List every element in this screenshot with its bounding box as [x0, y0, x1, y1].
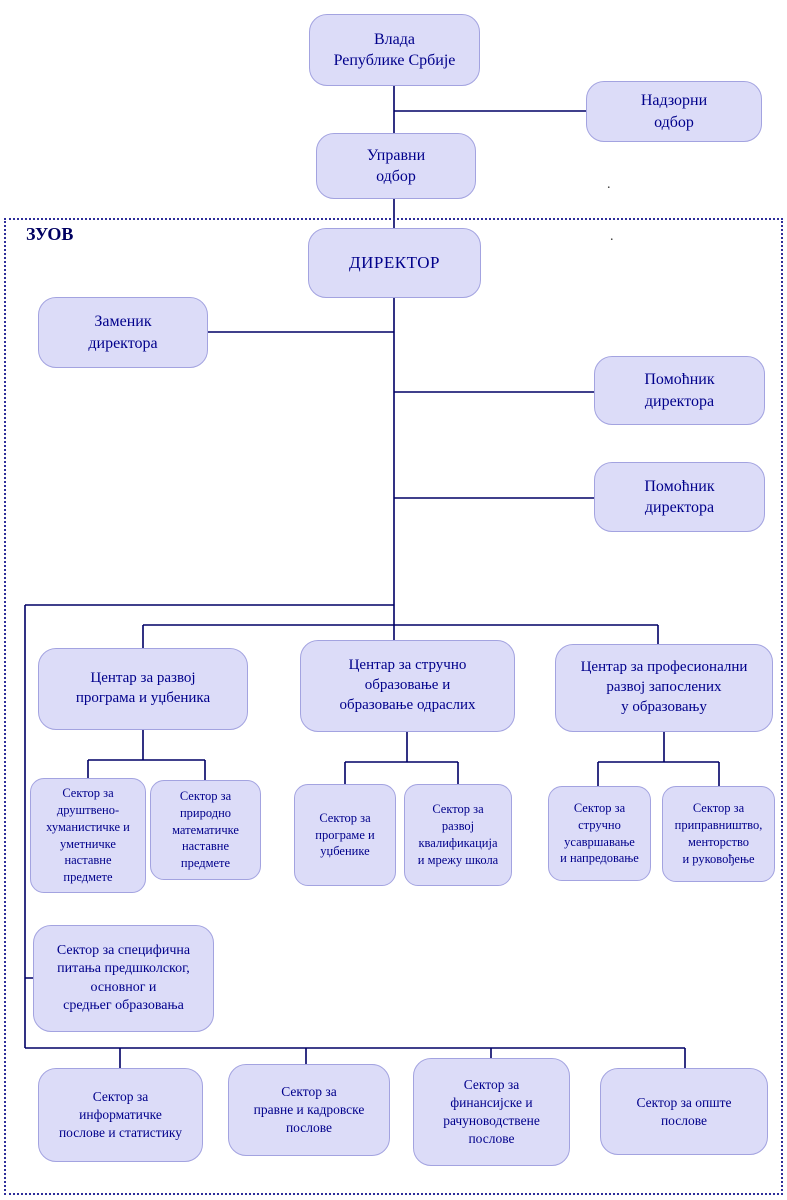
org-node-sector-mentorship: Сектор за приправништво, менторство и ру… [662, 786, 775, 882]
org-node-sector-specific-issues: Сектор за специфична питања предшколског… [33, 925, 214, 1032]
org-node-sector-finance: Сектор за финансијске и рачуноводствене … [413, 1058, 570, 1166]
org-node-assistant-director-1: Помоћник директора [594, 356, 765, 425]
org-node-sector-it-statistics: Сектор за информатичке послове и статист… [38, 1068, 203, 1162]
org-node-center-vocational: Центар за стручно образовање и образовањ… [300, 640, 515, 732]
stray-mark: . [610, 229, 614, 244]
org-node-director: ДИРЕКТОР [308, 228, 481, 298]
org-node-center-programs: Центар за развој програма и уџбеника [38, 648, 248, 730]
org-node-sector-general: Сектор за опште послове [600, 1068, 768, 1155]
org-node-managing-board: Управни одбор [316, 133, 476, 199]
org-node-government: Влада Републике Србије [309, 14, 480, 86]
org-node-sector-legal-hr: Сектор за правне и кадровске послове [228, 1064, 390, 1156]
org-node-supervisory-board: Надзорни одбор [586, 81, 762, 142]
org-node-assistant-director-2: Помоћник директора [594, 462, 765, 532]
org-node-sector-training: Сектор за стручно усавршавање и напредов… [548, 786, 651, 881]
zuov-label: ЗУОВ [26, 224, 74, 244]
org-node-center-professional: Центар за професионални развој запослени… [555, 644, 773, 732]
org-node-sector-qualifications: Сектор за развој квалификација и мрежу ш… [404, 784, 512, 886]
zuov-dotted-frame [4, 218, 783, 1195]
org-node-sector-math-science: Сектор за природно математичке наставне … [150, 780, 261, 880]
org-node-deputy-director: Заменик директора [38, 297, 208, 368]
stray-mark: . [607, 177, 611, 192]
org-node-sector-programs: Сектор за програме и уџбенике [294, 784, 396, 886]
org-node-sector-humanities: Сектор за друштвено- хуманистичке и умет… [30, 778, 146, 893]
